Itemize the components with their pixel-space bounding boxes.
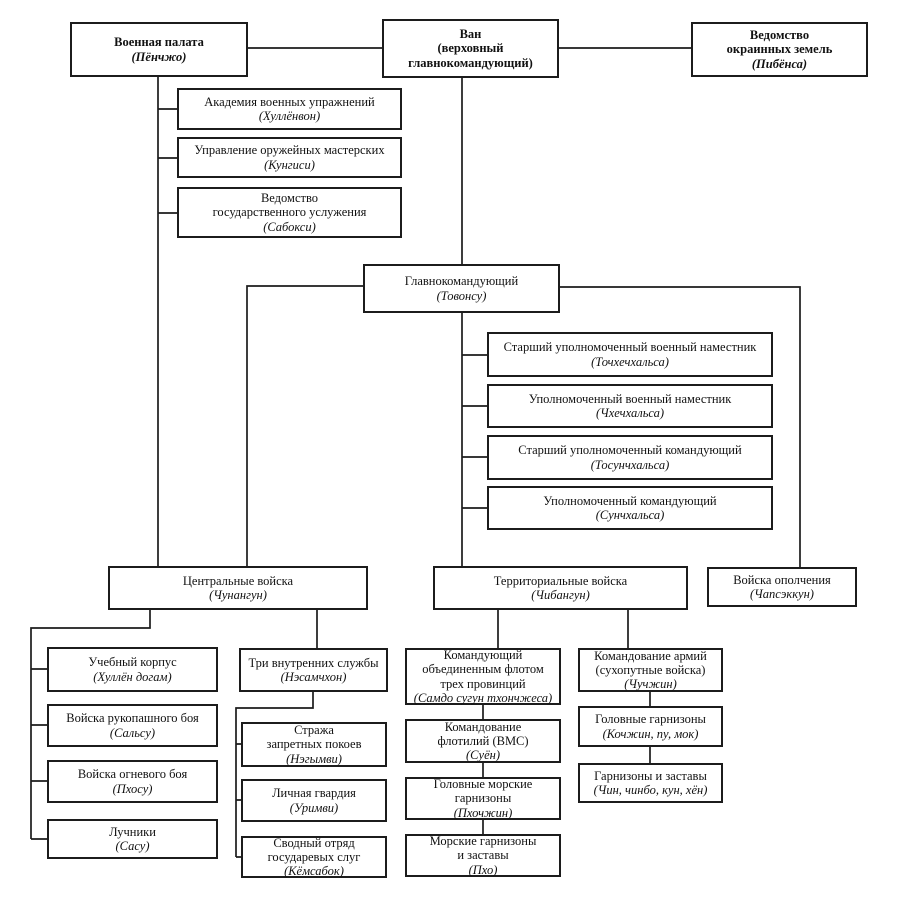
box-title: Уполномоченный командующий xyxy=(543,493,717,508)
box-king-supreme-commander: Ван (верховный главнокомандующий) xyxy=(382,19,559,78)
box-title: Ведомство окраинных земель xyxy=(726,28,833,57)
box-title: Территориальные войска xyxy=(493,573,628,588)
box-title: Головные гарнизоны xyxy=(595,712,706,727)
box-romanization: (Чунангун) xyxy=(209,588,267,602)
box-title: Старший уполномоченный военный наместник xyxy=(503,340,757,355)
box-title: Морские гарнизоны и заставы xyxy=(429,834,537,863)
box-militia-troops: Войска ополчения (Чапсэккун) xyxy=(707,567,857,607)
box-romanization: (Пхочжин) xyxy=(453,805,513,820)
box-title: Головные морские гарнизоны xyxy=(433,777,533,806)
box-romanization: (Кунгиси) xyxy=(264,157,315,172)
box-main-garrisons: Головные гарнизоны (Кочжин, пу, мок) xyxy=(578,706,723,747)
box-army-command: Командование армий (сухопутные войска) (… xyxy=(578,648,723,692)
box-main-naval-garrisons: Головные морские гарнизоны (Пхочжин) xyxy=(405,777,561,820)
box-romanization: (Тосунчхальса) xyxy=(590,457,670,472)
box-romanization: (Кочжин, пу, мок) xyxy=(602,726,699,741)
box-firearms-troops: Войска огневого боя (Пхосу) xyxy=(47,760,218,803)
box-military-training-academy: Академия военных упражнений (Хуллёнвон) xyxy=(177,88,402,130)
box-romanization: (Пибёнса) xyxy=(751,56,808,71)
box-title: Ведомство государственного услужения xyxy=(212,191,367,220)
box-senior-commanding-commissioner: Старший уполномоченный командующий (Тосу… xyxy=(487,435,773,480)
connector-inner-services-column xyxy=(235,692,314,858)
box-military-commissioner: Уполномоченный военный наместник (Чхечха… xyxy=(487,384,773,428)
box-romanization: (Кёмсабок) xyxy=(284,864,344,879)
box-three-inner-services: Три внутренних службы (Нэсамчхон) xyxy=(239,648,388,692)
box-title: Военная палата xyxy=(114,35,204,50)
box-title: Академия военных упражнений xyxy=(204,94,375,109)
box-title: Личная гвардия xyxy=(272,786,356,801)
box-romanization: (Уримви) xyxy=(289,800,339,815)
box-naval-garrisons-outposts: Морские гарнизоны и заставы (Пхо) xyxy=(405,834,561,877)
box-romanization: (Товонсу) xyxy=(436,288,487,303)
connector-middle-drops xyxy=(316,610,629,648)
box-title: Три внутренних службы xyxy=(248,655,379,670)
box-royal-servants-detachment: Сводный отряд государевых слуг (Кёмсабок… xyxy=(241,836,387,878)
box-title: Ван (верховный главнокомандующий) xyxy=(408,27,533,70)
box-title: Центральные войска xyxy=(182,573,294,588)
box-commander-in-chief: Главнокомандующий (Товонсу) xyxy=(363,264,560,313)
box-romanization: (Пхо) xyxy=(468,862,498,877)
box-romanization: (Чапсэккун) xyxy=(750,587,814,601)
box-flotilla-command: Командование флотилий (ВМС) (Суён) xyxy=(405,719,561,763)
connector-commander-branches xyxy=(246,285,801,567)
box-commanding-commissioner: Уполномоченный командующий (Сунчхальса) xyxy=(487,486,773,530)
box-forbidden-chambers-guard: Стража запретных покоев (Нэгымви) xyxy=(241,722,387,767)
box-romanization: (Чхечхальса) xyxy=(595,406,665,420)
box-armory-administration: Управление оружейных мастерских (Кунгиси… xyxy=(177,137,402,178)
box-title: Командование флотилий (ВМС) xyxy=(437,719,529,748)
connector-central-left-column xyxy=(30,610,151,840)
box-title: Стража запретных покоев xyxy=(266,723,362,752)
box-romanization: (Сальсу) xyxy=(109,725,156,740)
box-title: Лучники xyxy=(109,824,156,839)
box-romanization: (Пхосу) xyxy=(112,781,153,796)
box-romanization: (Самдо сугун тхончжеса) xyxy=(413,690,553,705)
box-title: Гарнизоны и заставы xyxy=(594,768,707,783)
box-senior-military-commissioner: Старший уполномоченный военный наместник… xyxy=(487,332,773,377)
connector-military-chamber-spine xyxy=(157,77,177,566)
box-title: Войска ополчения xyxy=(733,572,831,587)
box-garrisons-outposts: Гарнизоны и заставы (Чин, чинбо, кун, хё… xyxy=(578,763,723,803)
box-title: Сводный отряд государевых слуг xyxy=(267,835,361,864)
box-romanization: (Чучжин) xyxy=(624,677,677,692)
box-archers: Лучники (Сасу) xyxy=(47,819,218,859)
box-romanization: (Нэсамчхон) xyxy=(280,670,347,684)
box-personal-guard: Личная гвардия (Уримви) xyxy=(241,779,387,822)
box-joint-fleet-commander: Командующий объединенным флотом трех про… xyxy=(405,648,561,705)
box-romanization: (Чибангун) xyxy=(531,588,590,602)
box-romanization: (Чин, чинбо, кун, хён) xyxy=(593,783,708,797)
box-title: Командование армий (сухопутные войска) xyxy=(594,648,707,677)
box-military-chamber: Военная палата (Пёнчжо) xyxy=(70,22,248,77)
box-title: Войска огневого боя xyxy=(77,767,188,782)
box-title: Старший уполномоченный командующий xyxy=(518,443,742,458)
box-title: Уполномоченный военный наместник xyxy=(528,391,732,406)
box-central-troops: Центральные войска (Чунангун) xyxy=(108,566,368,610)
box-romanization: (Хуллён догам) xyxy=(93,669,172,684)
box-territorial-troops: Территориальные войска (Чибангун) xyxy=(433,566,688,610)
box-romanization: (Пёнчжо) xyxy=(131,49,187,64)
box-title: Командующий объединенным флотом трех про… xyxy=(422,648,544,691)
box-title: Войска рукопашного боя xyxy=(66,711,199,726)
connector-top-row xyxy=(248,47,691,264)
box-romanization: (Сунчхальса) xyxy=(595,508,665,522)
box-state-service-office: Ведомство государственного услужения (Са… xyxy=(177,187,402,238)
box-romanization: (Сабокси) xyxy=(263,219,316,234)
box-romanization: (Точхечхальса) xyxy=(591,354,669,369)
box-title: Главнокомандующий xyxy=(404,274,519,289)
box-hand-to-hand-troops: Войска рукопашного боя (Сальсу) xyxy=(47,704,218,747)
box-romanization: (Нэгымви) xyxy=(286,751,342,766)
box-romanization: (Суён) xyxy=(466,748,500,763)
box-title: Учебный корпус xyxy=(88,655,177,670)
box-title: Управление оружейных мастерских xyxy=(194,143,385,158)
box-border-lands-office: Ведомство окраинных земель (Пибёнса) xyxy=(691,22,868,77)
box-romanization: (Хуллёнвон) xyxy=(258,109,321,123)
box-romanization: (Сасу) xyxy=(115,839,150,853)
box-training-corps: Учебный корпус (Хуллён догам) xyxy=(47,647,218,692)
